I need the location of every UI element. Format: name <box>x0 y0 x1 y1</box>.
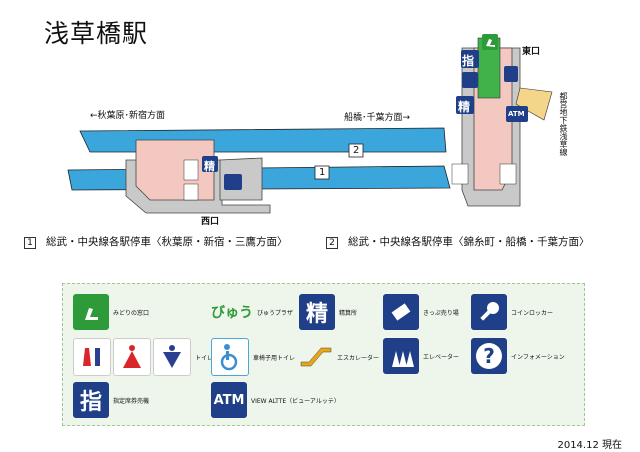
east-exit-label: 東口 <box>522 47 541 57</box>
direction-west: ←秋葉原･新宿方面 <box>90 111 166 121</box>
caption-2: 2 総武・中央線各駅停車〈錦糸町・船橋・千葉方面〉 <box>326 234 590 249</box>
seisan-icon-west <box>202 156 218 172</box>
atm-icon: ATM <box>211 382 247 418</box>
atm-icon-map <box>506 106 528 122</box>
caption-1: 1 総武・中央線各駅停車〈秋葉原・新宿・三鷹方面〉 <box>24 234 288 249</box>
subway-label: 都営地下鉄浅草線 <box>559 92 568 156</box>
elevator-icon-east <box>499 163 517 185</box>
viewplaza-logo: びゅう <box>211 305 253 321</box>
caption-1-text: 総武・中央線各駅停車〈秋葉原・新宿・三鷹方面〉 <box>46 236 288 248</box>
legend-seisan: 精 精算所 <box>299 294 357 330</box>
elevator-icon-west <box>183 183 199 201</box>
legend-escalator: エスカレーター <box>299 342 379 372</box>
shitei-map-label: 指 <box>462 54 475 68</box>
subway-passage <box>515 87 553 121</box>
atm-map-label: ATM <box>508 110 525 118</box>
toilet-icon <box>73 338 191 376</box>
legend-viewplaza: びゅう びゅうプラザ <box>211 302 293 322</box>
ticket-icon <box>383 294 419 330</box>
toilet-icon-west <box>183 159 199 181</box>
seisan-map-label: 精 <box>458 100 471 114</box>
ticket-icon-west <box>224 174 242 190</box>
caption-2-text: 総武・中央線各駅停車〈錦糸町・船橋・千葉方面〉 <box>348 236 590 248</box>
toilet-icon-east <box>451 163 469 185</box>
legend-coinlocker: コインロッカー <box>471 294 553 330</box>
escalator-icon <box>299 342 333 372</box>
seisan-icon: 精 <box>299 294 335 330</box>
as-of-date: 2014.12 現在 <box>557 440 622 451</box>
key-icon <box>471 294 507 330</box>
station-map <box>67 34 553 214</box>
platform-number-1: 1 <box>319 167 326 178</box>
elevator-icon <box>383 338 419 374</box>
caption-1-num: 1 <box>24 237 36 249</box>
shitei-icon-map <box>461 50 479 68</box>
west-exit-label: 西口 <box>201 217 220 227</box>
legend-toilet: トイレ <box>73 338 213 376</box>
shitei-icon: 指 <box>73 382 109 418</box>
direction-east: 船橋･千葉方面→ <box>344 113 411 123</box>
coinlocker-icon-map <box>504 66 518 82</box>
legend-midori: みどりの窓口 <box>73 294 149 330</box>
platform-number-2: 2 <box>353 145 360 156</box>
wheelchair-icon <box>211 338 249 376</box>
legend-panel: みどりの窓口 びゅう びゅうプラザ 精 精算所 きっぷ売り場 コインロッカー <box>62 283 585 426</box>
legend-shitei: 指 指定席券売機 <box>73 382 149 418</box>
legend-elevator: エレベーター <box>383 338 459 374</box>
seisan-west-label: 精 <box>204 160 215 173</box>
legend-kippu: きっぷ売り場 <box>383 294 459 330</box>
seisan-icon-map <box>456 96 474 114</box>
ticket-icon-map <box>462 72 478 88</box>
page-title: 浅草橋駅 <box>44 19 149 48</box>
legend-accessible-toilet: 車椅子用トイレ <box>211 338 295 376</box>
caption-2-num: 2 <box>326 237 338 249</box>
green-chair-icon <box>73 294 109 330</box>
legend-atm: ATM VIEW ALTTE（ビューアルッテ） <box>211 382 340 418</box>
legend-info: ? インフォメーション <box>471 338 565 374</box>
info-icon: ? <box>471 338 507 374</box>
platform-2 <box>79 127 447 153</box>
